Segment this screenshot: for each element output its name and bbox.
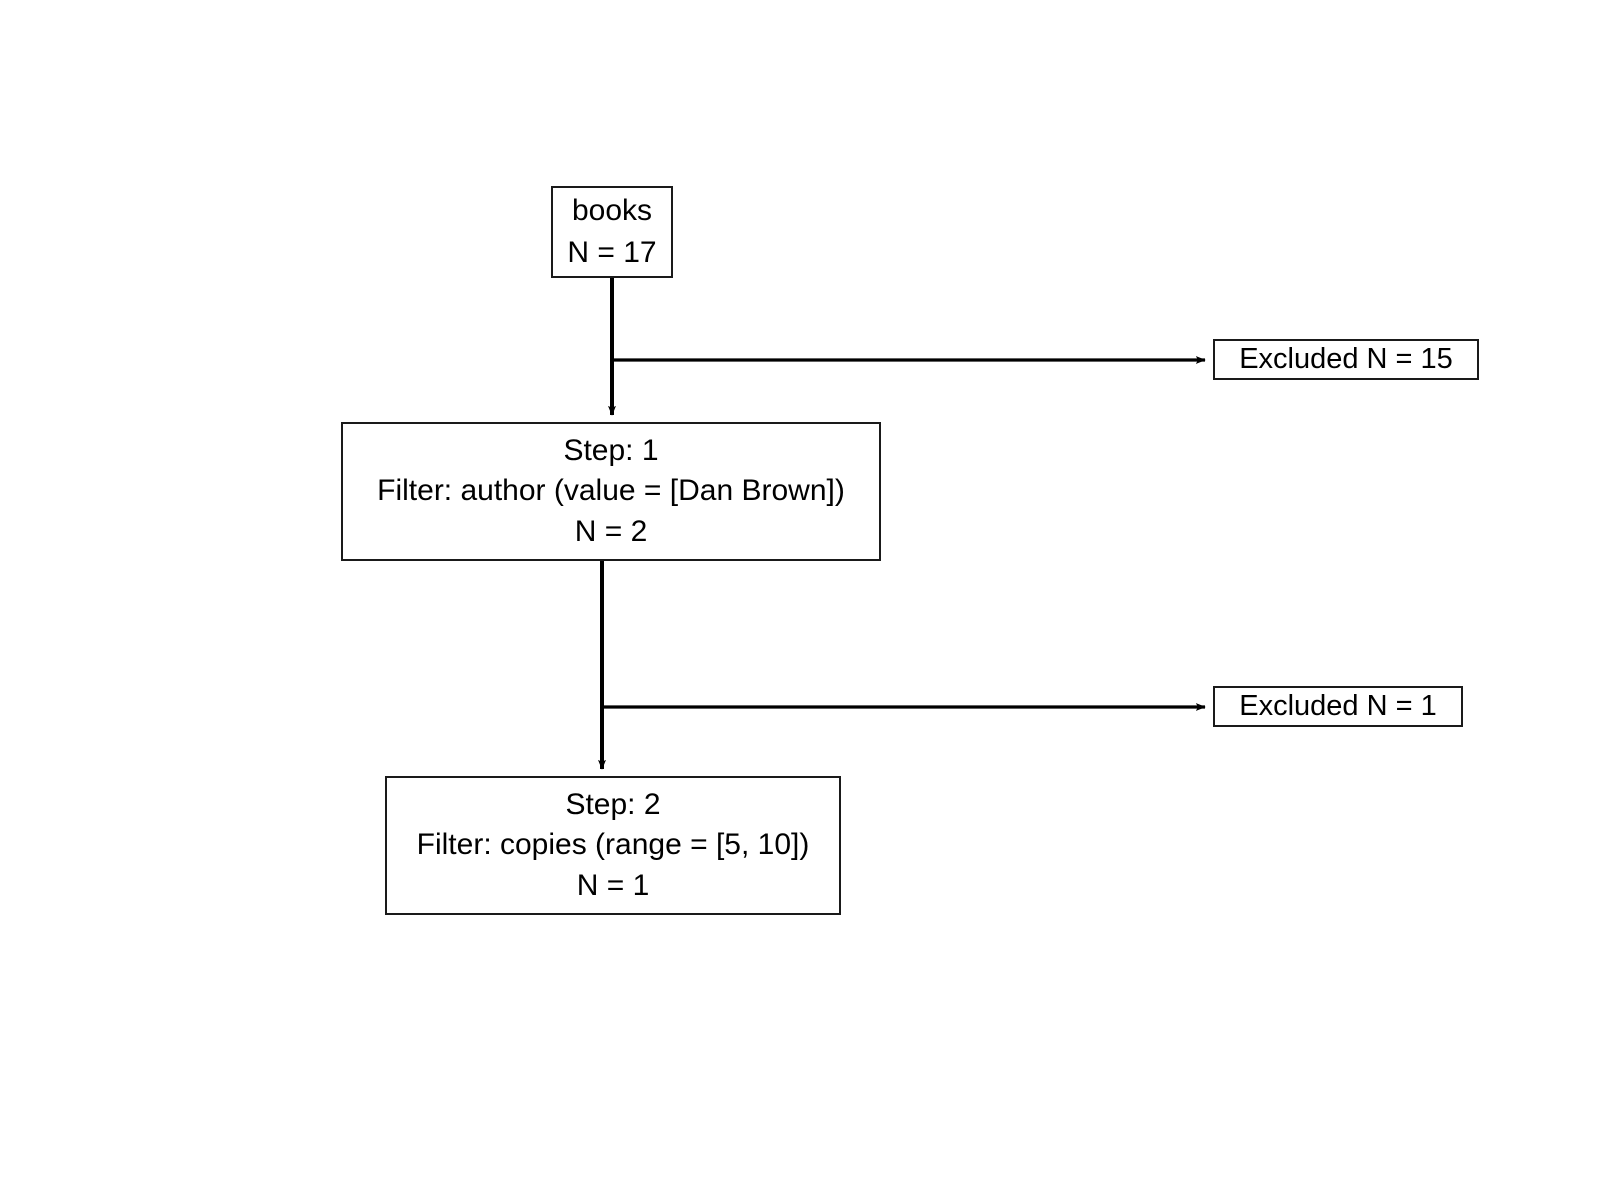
node-excluded-step-1[interactable]: Excluded N = 15 — [1213, 339, 1479, 380]
step-2-filter-label: Filter: copies (range = [5, 10]) — [416, 828, 810, 862]
source-table-label: books — [571, 193, 653, 227]
node-excluded-step-2[interactable]: Excluded N = 1 — [1213, 686, 1463, 727]
step-2-step-label: Step: 2 — [565, 787, 661, 821]
source-count-label: N = 17 — [567, 236, 657, 269]
step-1-count-label: N = 2 — [574, 514, 648, 548]
node-step-2[interactable]: Step: 2 Filter: copies (range = [5, 10])… — [385, 776, 841, 915]
step-1-step-label: Step: 1 — [563, 433, 659, 467]
excluded-count-label-2: Excluded N = 1 — [1239, 689, 1437, 722]
step-1-filter-label: Filter: author (value = [Dan Brown]) — [377, 474, 845, 508]
excluded-count-label-1: Excluded N = 15 — [1239, 342, 1453, 375]
node-source-books[interactable]: books N = 17 — [551, 186, 673, 278]
node-step-1[interactable]: Step: 1 Filter: author (value = [Dan Bro… — [341, 422, 881, 561]
step-2-count-label: N = 1 — [576, 868, 650, 902]
